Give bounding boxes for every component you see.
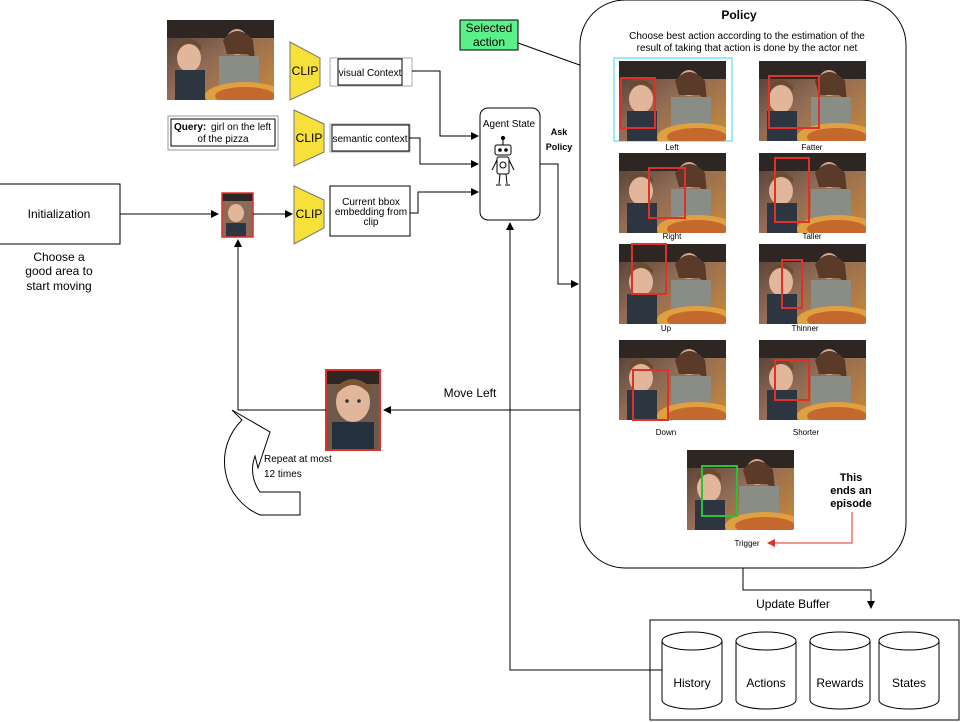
action-thumb-shorter — [759, 340, 866, 420]
selected-action-highlight — [613, 57, 733, 142]
trigger-arrow — [767, 512, 853, 547]
current-crop-border — [221, 192, 254, 238]
wire-result-to-crop — [234, 239, 326, 411]
wire-bbox-to-agent — [410, 188, 479, 214]
bbox-embedding-box: Current bbox embedding from clip — [329, 185, 411, 237]
wire-history-to-agent — [506, 222, 662, 671]
clip-encoder-bbox: CLIP — [293, 185, 325, 245]
episode-note-line2: ends an — [830, 485, 872, 497]
bbox-down — [632, 369, 669, 421]
action-thumb-right — [619, 153, 726, 233]
ask-policy-line1: Ask — [551, 127, 569, 137]
episode-note-line1: This — [840, 472, 863, 484]
query-text-line2: of the pizza — [197, 134, 249, 145]
semantic-context-box: semantic context — [329, 123, 411, 153]
bbox-thinner — [781, 259, 803, 309]
robot-icon — [491, 135, 515, 186]
agent-state-label: Agent State — [483, 119, 536, 130]
repeat-arrow-icon — [224, 409, 301, 516]
action-label-taller: Taller — [802, 232, 821, 241]
bbox-right — [648, 167, 686, 219]
action-thumb-taller — [759, 153, 866, 233]
action-label-fatter: Fatter — [802, 143, 823, 152]
clip-label-bbox: CLIP — [296, 207, 323, 221]
store-label-history: History — [673, 676, 710, 690]
svg-text:Query: girl on the left: Query: girl on the left — [174, 122, 271, 133]
bbox-fatter — [768, 75, 820, 129]
store-actions: Actions — [735, 631, 797, 710]
selected-action-line2: action — [473, 35, 505, 49]
clip-label-visual: CLIP — [292, 64, 319, 78]
action-label-left: Left — [665, 143, 679, 152]
query-text-line1: girl on the left — [211, 122, 271, 133]
store-rewards: Rewards — [809, 631, 871, 710]
wire-agent-to-policy — [540, 163, 579, 288]
current-crop-image — [222, 193, 253, 237]
action-label-trigger: Trigger — [734, 539, 759, 548]
action-thumb-up — [619, 244, 726, 324]
action-label-right: Right — [663, 232, 682, 241]
initialization-caption-line1: Choose a — [33, 250, 85, 264]
episode-note-line3: episode — [830, 498, 872, 510]
store-label-rewards: Rewards — [816, 676, 863, 690]
action-label-up: Up — [661, 324, 672, 333]
input-image — [167, 20, 274, 100]
store-label-actions: Actions — [746, 676, 785, 690]
bbox-embedding-line1: Current bbox — [342, 197, 400, 208]
action-thumb-trigger — [687, 450, 794, 530]
policy-subtitle-line2: result of taking that action is done by … — [637, 43, 858, 54]
action-label-thinner: Thinner — [791, 324, 818, 333]
repeat-line2: 12 times — [264, 469, 302, 480]
store-label-states: States — [892, 676, 926, 690]
bbox-embedding-line3: clip — [363, 217, 378, 228]
policy-subtitle-line1: Choose best action according to the esti… — [629, 31, 865, 42]
bbox-embedding-line2: embedding from — [335, 207, 407, 218]
move-left-label: Move Left — [444, 386, 497, 400]
initialization-caption-line2: good area to — [25, 264, 93, 278]
store-states: States — [878, 631, 940, 710]
selected-action-line1: Selected — [466, 21, 513, 35]
clip-encoder-semantic: CLIP — [293, 109, 325, 167]
semantic-context-label: semantic context — [332, 134, 407, 145]
result-crop-image — [326, 370, 380, 450]
query-label: Query: — [174, 122, 206, 133]
initialization-label: Initialization — [28, 207, 91, 221]
bbox-shorter — [774, 359, 810, 401]
action-thumb-down — [619, 340, 726, 420]
clip-encoder-visual: CLIP — [289, 41, 321, 101]
wire-semantic-to-agent — [409, 137, 479, 168]
ask-policy-line2: Policy — [546, 142, 573, 152]
wire-visual-to-agent — [412, 70, 479, 140]
initialization-box: Initialization — [0, 183, 121, 245]
bbox-trigger — [701, 465, 738, 517]
wire-policy-to-buffer — [742, 568, 875, 609]
agent-state-box: Agent State — [479, 107, 541, 221]
action-thumb-thinner — [759, 244, 866, 324]
visual-context-label: visual Context — [339, 68, 402, 79]
update-buffer-label: Update Buffer — [756, 597, 830, 611]
action-label-down: Down — [656, 428, 676, 437]
initialization-caption-line3: start moving — [26, 279, 91, 293]
repeat-line1: Repeat at most — [264, 454, 332, 465]
action-thumb-left — [619, 61, 726, 141]
clip-label-semantic: CLIP — [296, 131, 323, 145]
bbox-taller — [774, 157, 810, 223]
bbox-up — [631, 243, 667, 295]
store-history: History — [661, 631, 723, 710]
policy-title: Policy — [721, 8, 757, 22]
query-box: Query: girl on the left of the pizza — [167, 115, 279, 151]
selected-action-label: Selected action — [459, 19, 519, 51]
action-label-shorter: Shorter — [793, 428, 820, 437]
visual-context-box: visual Context — [329, 57, 413, 87]
bbox-left — [620, 77, 656, 129]
